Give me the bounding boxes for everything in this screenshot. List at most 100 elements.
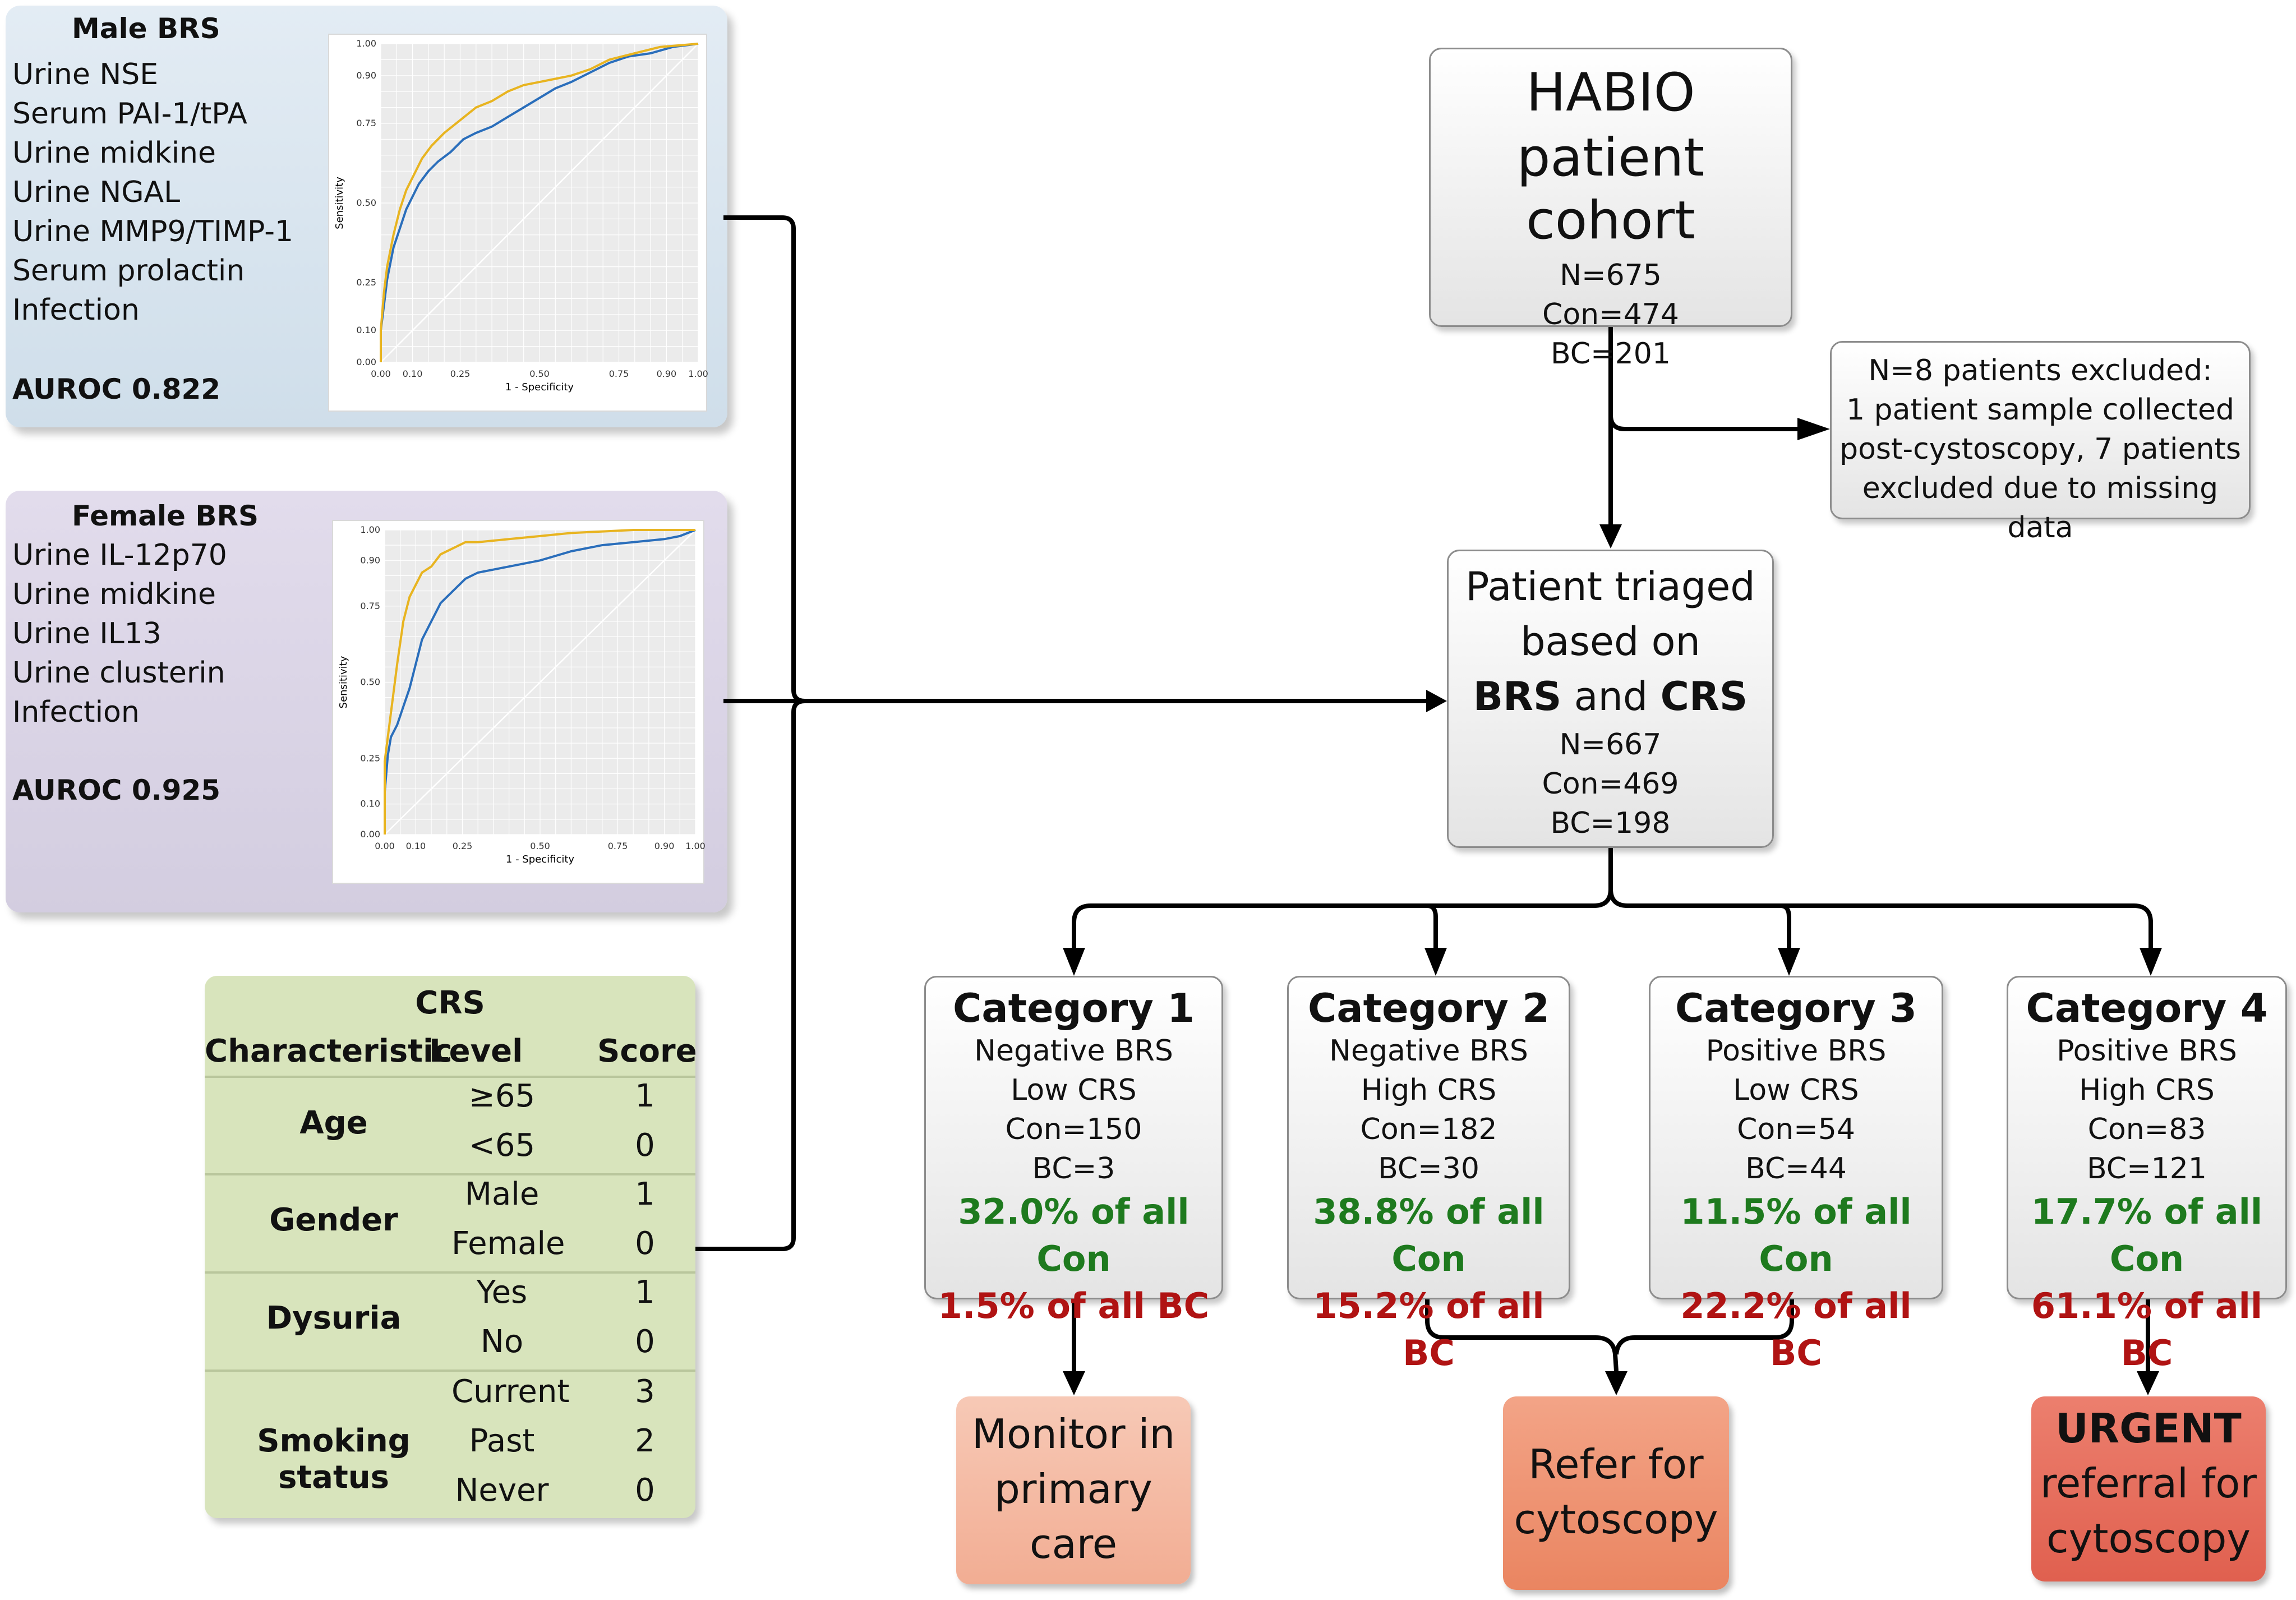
excluded-line: N=8 patients excluded: xyxy=(1868,354,2212,388)
y-tick-label: 1.00 xyxy=(356,38,376,49)
x-tick-label: 0.10 xyxy=(403,368,423,379)
arrow-head xyxy=(1605,1371,1628,1395)
y-tick-label: 0.00 xyxy=(356,357,376,367)
category-pct-con: 32.0% of all Con xyxy=(958,1191,1190,1279)
category-bc: BC=30 xyxy=(1378,1152,1479,1186)
y-tick-label: 0.75 xyxy=(356,118,376,128)
category-pct-bc: 1.5% of all BC xyxy=(938,1285,1210,1326)
category-title: Category 4 xyxy=(2026,985,2268,1031)
category-crs: High CRS xyxy=(1361,1073,1497,1107)
y-axis-label: Sensitivity xyxy=(334,177,345,229)
list-item: Infection xyxy=(12,695,140,729)
male-brs-panel: Male BRS Urine NSE Serum PAI-1/tPA Urine… xyxy=(6,6,727,427)
triage-split xyxy=(1072,847,1613,948)
crs-connector xyxy=(695,699,805,1251)
urgent-outcome-box: URGENT referral for cytoscopy xyxy=(2031,1396,2266,1581)
category-1-box: Category 1 Negative BRS Low CRS Con=150 … xyxy=(924,976,1223,1326)
diagonal-line xyxy=(384,529,696,835)
outcome-line: Monitor in xyxy=(971,1410,1175,1458)
y-tick-label: 0.50 xyxy=(360,677,380,688)
crs-divider xyxy=(205,1173,695,1175)
y-tick-label: 0.90 xyxy=(356,70,376,81)
category-pct-con: 17.7% of all Con xyxy=(2031,1191,2263,1279)
crs-level: Yes xyxy=(476,1274,528,1311)
crs-score: 1 xyxy=(635,1274,655,1311)
roc-curve xyxy=(384,529,695,834)
category-con: Con=83 xyxy=(2087,1113,2206,1146)
crs-level: Female xyxy=(451,1225,565,1262)
triage-and: and xyxy=(1574,674,1648,720)
category-bc: BC=3 xyxy=(1032,1152,1115,1186)
outcome-line: cytoscopy xyxy=(2046,1515,2251,1562)
cohort-title-2: patient cohort xyxy=(1516,127,1705,251)
crs-level: <65 xyxy=(468,1127,536,1164)
category-title: Category 2 xyxy=(1308,985,1550,1031)
refer-outcome-box: Refer for cytoscopy xyxy=(1503,1396,1729,1590)
crs-score: 3 xyxy=(635,1373,655,1410)
category-4-box: Category 4 Positive BRS High CRS Con=83 … xyxy=(2007,976,2287,1373)
category-pct-con: 11.5% of all Con xyxy=(1680,1191,1912,1279)
crs-table: CRS Characteristic Level Score Age ≥65 1… xyxy=(205,976,697,1518)
x-tick-label: 0.50 xyxy=(529,368,550,379)
crs-score: 0 xyxy=(635,1127,655,1164)
x-tick-label: 0.75 xyxy=(608,841,628,851)
list-item: Urine IL13 xyxy=(12,617,162,651)
x-tick-label: 0.00 xyxy=(375,841,395,851)
crs-divider xyxy=(205,1076,695,1078)
category-crs: Low CRS xyxy=(1011,1073,1137,1107)
outcome-line: care xyxy=(1029,1520,1118,1567)
excluded-line: excluded due to missing data xyxy=(1862,472,2219,545)
category-con: Con=182 xyxy=(1360,1113,1497,1146)
y-tick-label: 0.75 xyxy=(360,601,380,611)
outcome-line: referral for xyxy=(2040,1460,2257,1507)
category-2-box: Category 2 Negative BRS High CRS Con=182… xyxy=(1287,976,1570,1373)
male-connector xyxy=(723,215,805,703)
list-item: Serum prolactin xyxy=(12,254,245,288)
crs-group-dysuria: Dysuria xyxy=(266,1300,402,1336)
crs-score: 0 xyxy=(635,1324,655,1360)
list-item: Urine MMP9/TIMP-1 xyxy=(12,215,294,248)
male-brs-marker-list: Urine NSE Serum PAI-1/tPA Urine midkine … xyxy=(12,55,293,330)
arrow-head xyxy=(1424,948,1447,976)
arrow-head xyxy=(1063,948,1085,976)
crs-title: CRS xyxy=(415,985,485,1021)
x-tick-label: 0.90 xyxy=(654,841,675,851)
crs-level: Never xyxy=(455,1472,549,1509)
crs-divider xyxy=(205,1271,695,1274)
y-tick-label: 0.00 xyxy=(360,829,380,840)
x-tick-label: 0.90 xyxy=(657,368,677,379)
crs-divider xyxy=(205,1370,695,1372)
category-crs: Low CRS xyxy=(1733,1073,1859,1107)
outcome-line: primary xyxy=(994,1465,1152,1513)
category-3-box: Category 3 Positive BRS Low CRS Con=54 B… xyxy=(1649,976,1943,1373)
x-tick-label: 0.25 xyxy=(453,841,473,851)
cohort-con: Con=474 xyxy=(1542,298,1679,331)
crs-score: 0 xyxy=(635,1225,655,1262)
category-brs: Negative BRS xyxy=(974,1034,1173,1068)
excluded-line: post-cystoscopy, 7 patients xyxy=(1839,432,2241,466)
diagonal-line xyxy=(380,43,699,363)
crs-score: 1 xyxy=(635,1078,655,1114)
list-item: Infection xyxy=(12,293,140,327)
arrow-head xyxy=(1426,690,1447,712)
arrow-head xyxy=(1599,524,1622,548)
monitor-outcome-box: Monitor in primary care xyxy=(956,1396,1191,1584)
list-item: Urine midkine xyxy=(12,136,216,170)
roc-curve xyxy=(380,43,699,362)
crs-level: No xyxy=(480,1324,524,1360)
crs-group-gender: Gender xyxy=(269,1202,398,1238)
crs-score: 1 xyxy=(635,1176,655,1212)
arrow-head xyxy=(1797,418,1830,440)
list-item: Urine IL-12p70 xyxy=(12,538,227,572)
triage-bc: BC=198 xyxy=(1550,806,1671,840)
x-tick-label: 0.25 xyxy=(450,368,471,379)
y-tick-label: 0.50 xyxy=(356,197,376,208)
female-auroc: AUROC 0.925 xyxy=(12,774,221,806)
category-con: Con=54 xyxy=(1737,1113,1855,1146)
x-axis-label: 1 - Specificity xyxy=(505,381,574,393)
excluded-connector xyxy=(1608,414,1797,431)
